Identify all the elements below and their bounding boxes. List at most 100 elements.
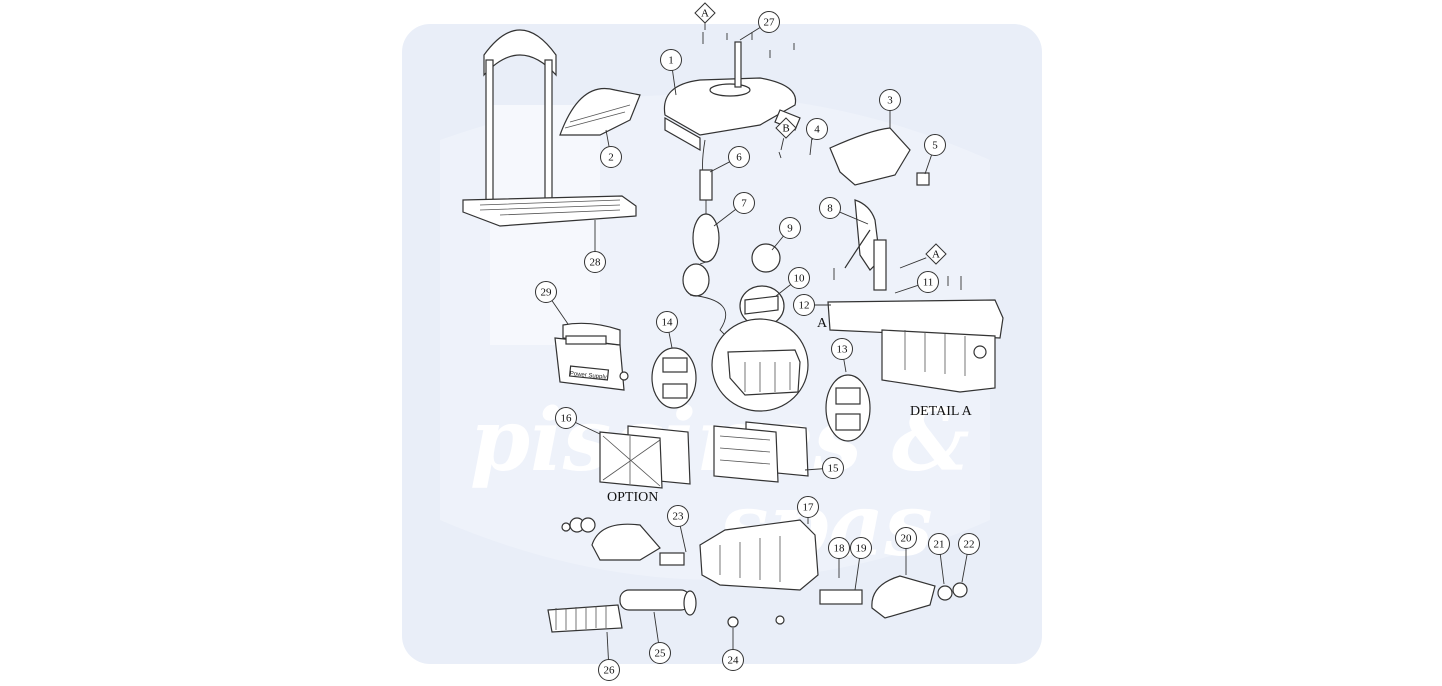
- callout-22: 22: [958, 533, 980, 555]
- callout-label-3: 3: [887, 95, 893, 107]
- callout-label-28: 28: [590, 257, 602, 269]
- callout-marker-A2: [925, 243, 947, 265]
- drive-track-right: [871, 575, 936, 619]
- callout-marker-15: [822, 457, 844, 479]
- caddy-cart: [462, 29, 637, 227]
- option-caption: OPTION: [607, 490, 658, 505]
- callout-label-6: 6: [736, 152, 742, 164]
- callout-marker-28: [584, 251, 606, 273]
- callout-label-A2: A: [932, 249, 940, 261]
- screw-part: [775, 615, 785, 625]
- callout-leader-23: [679, 526, 687, 553]
- callout-15: 15: [822, 457, 844, 479]
- callout-leader-29: [551, 300, 569, 325]
- top-housing: [663, 41, 801, 152]
- callout-marker-16: [555, 407, 577, 429]
- callout-leader-9: [771, 235, 784, 251]
- callout-label-26: 26: [604, 665, 616, 677]
- callout-10: 10: [788, 267, 810, 289]
- callout-marker-3: [879, 89, 901, 111]
- callout-leader-25: [653, 611, 659, 643]
- brush-axle: [619, 589, 697, 616]
- detail-a-assembly: [827, 199, 1004, 393]
- callout-leader-5: [924, 154, 933, 175]
- callout-leader-B: [780, 138, 785, 151]
- callout-leader-15: [804, 468, 823, 471]
- callout-4: 4: [806, 118, 828, 140]
- callout-17: 17: [797, 496, 819, 518]
- callout-23: 23: [667, 505, 689, 527]
- screw-part-24: [727, 616, 739, 628]
- wheels-right: [937, 582, 968, 601]
- power-supply: Power Supply: [554, 322, 629, 391]
- callout-label-12: 12: [799, 300, 810, 312]
- callout-1: 1: [660, 49, 682, 71]
- callout-label-21: 21: [934, 539, 945, 551]
- bracket-10: [739, 285, 785, 327]
- callout-24: 24: [722, 649, 744, 671]
- filter-panels: [713, 421, 809, 483]
- callout-marker-23: [667, 505, 689, 527]
- callout-14: 14: [656, 311, 678, 333]
- callout-label-25: 25: [655, 648, 667, 660]
- callout-marker-10: [788, 267, 810, 289]
- callout-marker-5: [924, 134, 946, 156]
- callout-label-19: 19: [856, 543, 868, 555]
- callout-marker-14: [656, 311, 678, 333]
- callout-20: 20: [895, 527, 917, 549]
- filter-insert-13: [825, 374, 871, 442]
- callout-A2: A: [925, 243, 947, 265]
- power-supply-label: Power Supply: [569, 371, 606, 381]
- callout-marker-21: [928, 533, 950, 555]
- callout-label-13: 13: [837, 344, 849, 356]
- callout-marker-7: [733, 192, 755, 214]
- callout-marker-B: [775, 117, 797, 139]
- callout-label-8: 8: [827, 203, 833, 215]
- callout-2: 2: [600, 146, 622, 168]
- callout-marker-2: [600, 146, 622, 168]
- callout-leader-10: [775, 284, 792, 297]
- callout-marker-29: [535, 281, 557, 303]
- callout-marker-19: [850, 537, 872, 559]
- callout-16: 16: [555, 407, 577, 429]
- callout-9: 9: [779, 217, 801, 239]
- callout-18: 18: [828, 537, 850, 559]
- callout-26: 26: [598, 659, 620, 681]
- callout-label-23: 23: [673, 511, 685, 523]
- filter-insert-14: [651, 347, 697, 409]
- callout-label-27: 27: [764, 17, 776, 29]
- callout-marker-6: [728, 146, 750, 168]
- callout-marker-13: [831, 338, 853, 360]
- cable-swivel: [682, 139, 746, 356]
- callout-marker-26: [598, 659, 620, 681]
- callout-leader-21: [939, 554, 945, 585]
- deflector-part: [829, 127, 911, 186]
- callout-label-9: 9: [787, 223, 793, 235]
- callout-8: 8: [819, 197, 841, 219]
- callout-marker-12: [793, 294, 815, 316]
- callout-3: 3: [879, 89, 901, 111]
- callout-marker-17: [797, 496, 819, 518]
- callout-label-11: 11: [923, 277, 934, 289]
- callout-label-7: 7: [741, 198, 747, 210]
- motor-block: [711, 318, 809, 412]
- callout-27: 27: [758, 11, 780, 33]
- callout-label-10: 10: [794, 273, 806, 285]
- clip-part-5: [916, 172, 930, 186]
- callout-marker-8: [819, 197, 841, 219]
- callout-leader-14: [668, 332, 673, 349]
- robot-body: [659, 519, 863, 605]
- callout-19: 19: [850, 537, 872, 559]
- callout-21: 21: [928, 533, 950, 555]
- callout-25: 25: [649, 642, 671, 664]
- callout-7: 7: [733, 192, 755, 214]
- leader-lines: [551, 23, 968, 660]
- callout-leader-A2: [899, 257, 927, 269]
- drive-track-left: [591, 523, 661, 561]
- callout-leader-19: [854, 558, 860, 591]
- callout-12: 12: [793, 294, 815, 316]
- callout-marker-1: [660, 49, 682, 71]
- handle-part: [559, 88, 641, 136]
